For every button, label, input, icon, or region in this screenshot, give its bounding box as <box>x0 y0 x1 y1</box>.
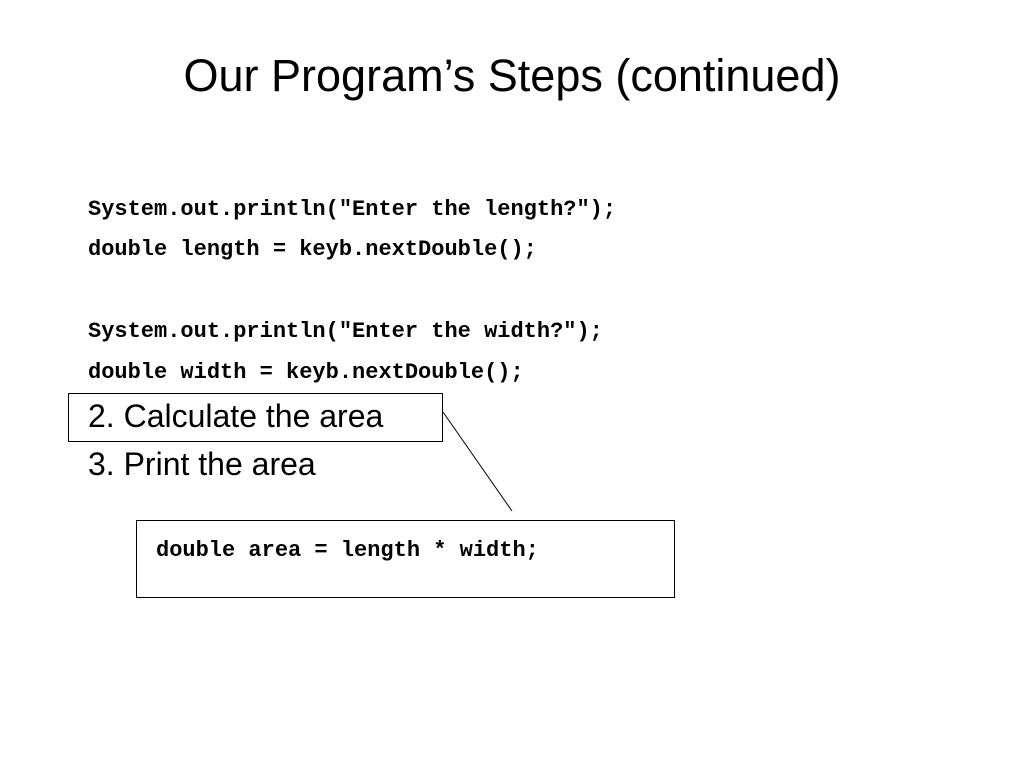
step-print-area: 3. Print the area <box>88 446 316 482</box>
slide-title: Our Program’s Steps (continued) <box>183 50 841 101</box>
step-calculate-area: 2. Calculate the area <box>88 398 384 434</box>
highlight-box <box>68 393 443 442</box>
callout-box: double area = length * width; <box>136 520 675 598</box>
code-line-prompt-length: System.out.println("Enter the length?"); <box>88 197 617 222</box>
code-line-prompt-width: System.out.println("Enter the width?"); <box>88 319 603 344</box>
code-line-read-length: double length = keyb.nextDouble(); <box>88 237 537 262</box>
code-line-read-width: double width = keyb.nextDouble(); <box>88 360 524 385</box>
callout-code-line: double area = length * width; <box>156 538 539 563</box>
